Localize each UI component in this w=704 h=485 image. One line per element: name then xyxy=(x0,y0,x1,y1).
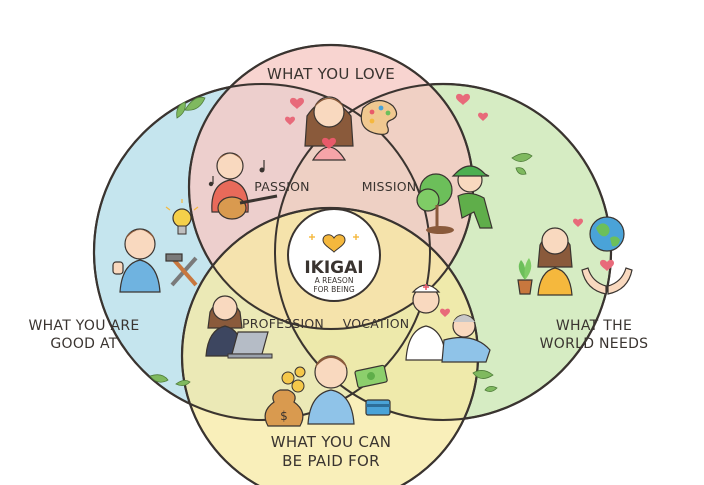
label-world-needs-line-2: WORLD NEEDS xyxy=(540,336,649,352)
palette-icon xyxy=(360,99,398,135)
gardener-planting-tree-icon xyxy=(416,165,493,234)
label-mission: MISSION xyxy=(362,179,417,194)
thumbs-up-boy-icon xyxy=(112,228,161,293)
credit-card-icon xyxy=(365,399,391,416)
svg-text:$: $ xyxy=(280,409,288,423)
leaf-icon xyxy=(149,96,533,392)
label-vocation: VOCATION xyxy=(343,316,410,331)
coins-icon xyxy=(281,366,306,393)
helping-hands-icon xyxy=(581,259,633,295)
guitar-player-icon xyxy=(211,152,278,220)
plant-pot-icon xyxy=(517,258,533,295)
center-title: IKIGAI xyxy=(304,258,363,278)
label-profession: PROFESSION xyxy=(242,316,324,331)
hearts-icon xyxy=(285,93,583,317)
label-good-at-line-2: GOOD AT xyxy=(50,336,117,352)
center-subtitle-1: A REASON xyxy=(315,276,354,285)
globe-icon xyxy=(589,216,625,252)
man-with-money-icon xyxy=(307,355,355,425)
center-ikigai: IKIGAI A REASON FOR BEING xyxy=(287,208,381,302)
lightbulb-icon xyxy=(165,199,199,235)
circle-layer xyxy=(92,43,613,485)
woman-with-plant-icon xyxy=(537,227,573,296)
label-what-you-love: WHAT YOU LOVE xyxy=(267,65,395,83)
heart-icon xyxy=(322,234,346,253)
nurse-with-patient-icon xyxy=(405,284,491,363)
tools-icon xyxy=(165,253,198,287)
girl-holding-heart-icon xyxy=(304,96,354,161)
label-good-at-line-1: WHAT YOU ARE xyxy=(28,318,139,334)
center-subtitle-2: FOR BEING xyxy=(313,285,355,294)
money-bag-icon: $ xyxy=(264,389,304,427)
label-paid-line-1: WHAT YOU CAN xyxy=(271,433,392,451)
office-worker-laptop-icon xyxy=(205,295,273,359)
music-notes-icon xyxy=(208,160,265,187)
banknote-icon xyxy=(354,364,388,389)
sparkle-icon xyxy=(309,234,359,240)
label-paid-line-2: BE PAID FOR xyxy=(282,452,380,470)
label-passion: PASSION xyxy=(254,179,309,194)
label-world-needs-line-1: WHAT THE xyxy=(556,318,632,334)
